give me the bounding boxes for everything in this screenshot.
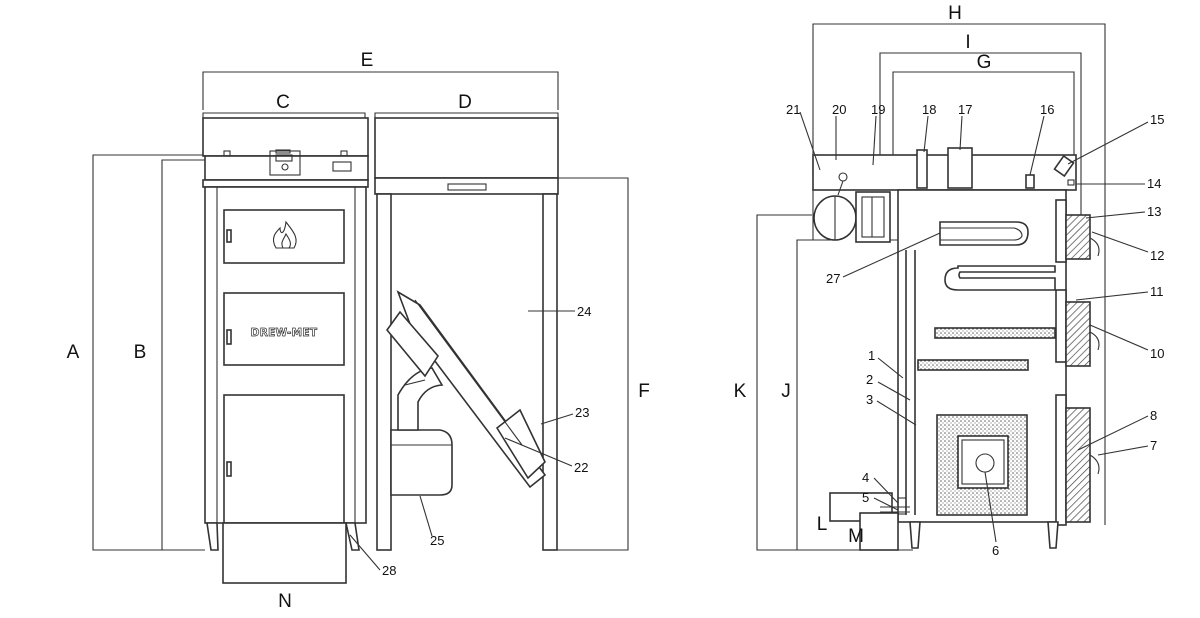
callout-2: 2 [866, 372, 873, 387]
baffle-upper [934, 327, 1056, 339]
flame-icon [272, 220, 297, 249]
callout-1: 1 [868, 348, 875, 363]
top-cover [812, 154, 1077, 191]
ash-pan [222, 522, 347, 584]
callout-17: 17 [958, 102, 972, 117]
burner-box [957, 435, 1009, 489]
callout-14: 14 [1147, 176, 1161, 191]
baffle-lower [917, 359, 1029, 371]
callout-23: 23 [575, 405, 589, 420]
ash-door [223, 394, 345, 524]
callout-4: 4 [862, 470, 869, 485]
callout-22: 22 [574, 460, 588, 475]
callout-28: 28 [382, 563, 396, 578]
dim-label-i: I [965, 32, 970, 53]
callout-10: 10 [1150, 346, 1164, 361]
upper-door [223, 209, 345, 264]
dim-label-m: M [848, 526, 864, 547]
callout-15: 15 [1150, 112, 1164, 127]
dim-label-a: A [67, 342, 80, 363]
dim-label-e: E [361, 50, 374, 71]
callout-3: 3 [866, 392, 873, 407]
callout-5: 5 [862, 490, 869, 505]
flow-stub-17 [947, 147, 973, 189]
dim-label-h: H [948, 3, 962, 24]
callout-6: 6 [992, 543, 999, 558]
callout-27: 27 [826, 271, 840, 286]
thermometer-15 [1053, 154, 1075, 178]
dim-label-d: D [458, 92, 472, 113]
brand-plate: DREW-MET [251, 327, 318, 339]
dim-label-f: F [638, 381, 650, 402]
callout-25: 25 [430, 533, 444, 548]
callout-7: 7 [1150, 438, 1157, 453]
callout-20: 20 [832, 102, 846, 117]
dim-label-b: B [134, 342, 147, 363]
front-callout-leaders [349, 310, 575, 571]
dim-label-k: K [734, 381, 747, 402]
controller-panel [269, 150, 301, 176]
callout-24: 24 [577, 304, 591, 319]
front-view: DREW-MET [67, 50, 650, 612]
flow-stub-18 [916, 149, 928, 189]
dim-label-n: N [278, 591, 292, 612]
fuel-hopper [374, 117, 559, 551]
dim-label-l: L [817, 514, 828, 535]
heat-exchanger-coils [917, 221, 1056, 371]
dim-label-j: J [781, 381, 791, 402]
section-view: H I G K J L M 21 20 19 18 17 16 15 14 13… [734, 3, 1165, 558]
base-m [859, 512, 899, 551]
middle-door [223, 292, 345, 366]
dim-label-c: C [276, 92, 290, 113]
callout-12: 12 [1150, 248, 1164, 263]
sensor-16 [1025, 174, 1035, 189]
boiler-body: DREW-MET [202, 117, 369, 584]
callout-21: 21 [786, 102, 800, 117]
doors-insulation [1055, 199, 1100, 526]
callout-13: 13 [1147, 204, 1161, 219]
section-dimension-lines [756, 23, 1106, 551]
section-callout-leaders [799, 111, 1149, 543]
callout-18: 18 [922, 102, 936, 117]
dim-label-g: G [977, 52, 992, 73]
callout-11: 11 [1150, 284, 1164, 299]
callout-16: 16 [1040, 102, 1054, 117]
callout-8: 8 [1150, 408, 1157, 423]
front-dimension-lines [92, 71, 629, 551]
callout-19: 19 [871, 102, 885, 117]
